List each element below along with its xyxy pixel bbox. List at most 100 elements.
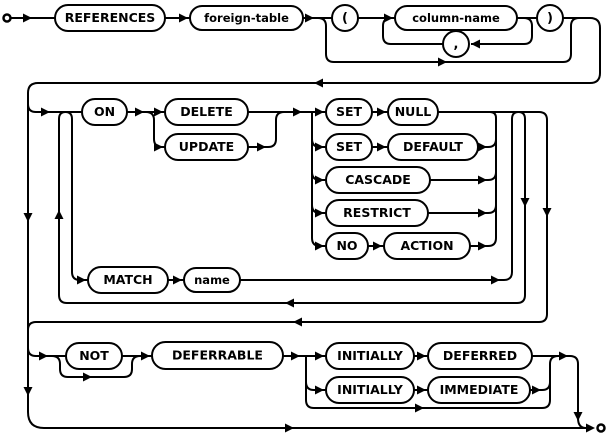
keyword-set-1: SET [325, 98, 373, 126]
node-shape [387, 98, 439, 126]
keyword-update: UPDATE [164, 133, 249, 161]
node-label: ) [547, 11, 553, 26]
punctuation-open-paren: ( [331, 4, 359, 32]
node-shape [325, 232, 369, 260]
arrowhead-icon [285, 423, 294, 433]
track-line [470, 237, 497, 247]
track-line [305, 356, 551, 409]
node-shape [331, 4, 359, 32]
node-label: , [454, 37, 459, 52]
node-shape [325, 199, 429, 227]
keyword-initially-1: INITIALLY [325, 342, 415, 370]
keyword-deferrable: DEFERRABLE [151, 341, 284, 370]
keyword-no: NO [325, 232, 369, 260]
track-line [430, 171, 497, 181]
arrowhead-icon [39, 351, 48, 361]
arrowhead-icon [377, 142, 386, 152]
keyword-immediate: IMMEDIATE [427, 376, 531, 404]
node-label: ( [342, 11, 348, 26]
arrowhead-icon [438, 57, 447, 67]
arrowhead-icon [41, 107, 50, 117]
node-label: ON [94, 104, 115, 119]
arrowhead-icon [471, 39, 480, 49]
node-label: CASCADE [345, 172, 411, 187]
node-label: DEFERRED [443, 348, 517, 363]
arrowhead-icon [141, 351, 150, 361]
arrowhead-icon [83, 372, 92, 382]
arrowhead-icon [573, 412, 583, 421]
node-shape [383, 232, 471, 260]
arrowhead-icon [315, 175, 324, 185]
keyword-references: REFERENCES [54, 4, 166, 32]
track-line [27, 347, 66, 357]
node-label: SET [336, 139, 363, 154]
arrowhead-icon [478, 241, 487, 251]
node-label: column-name [412, 11, 500, 25]
node-label: DELETE [180, 104, 232, 119]
track-line [471, 17, 533, 45]
keyword-deferred: DEFERRED [427, 342, 533, 370]
node-label: name [194, 273, 230, 287]
node-shape [81, 98, 128, 126]
node-shape [387, 133, 479, 161]
track-line [27, 111, 548, 331]
node-label: DEFERRABLE [172, 348, 263, 363]
arrowhead-icon [415, 403, 424, 413]
node-label: IMMEDIATE [440, 382, 519, 397]
node-shape [325, 98, 373, 126]
arrowhead-icon [384, 13, 393, 23]
arrowhead-icon [154, 107, 163, 117]
arrowhead-icon [491, 275, 500, 285]
track-line [145, 111, 165, 148]
keyword-cascade: CASCADE [325, 166, 431, 194]
arrowhead-icon [77, 275, 86, 285]
arrowhead-icon [315, 107, 324, 117]
node-shape [442, 30, 470, 58]
keyword-initially-2: INITIALLY [325, 376, 415, 404]
keyword-on: ON [81, 98, 128, 126]
keyword-match: MATCH [87, 266, 169, 294]
keyword-null: NULL [387, 98, 439, 126]
keyword-action: ACTION [383, 232, 471, 260]
node-shape [54, 4, 166, 32]
node-shape [325, 342, 415, 370]
node-label: DEFAULT [403, 139, 463, 154]
node-label: SET [336, 104, 363, 119]
node-label: INITIALLY [337, 348, 404, 363]
arrowhead-icon [154, 142, 163, 152]
arrowhead-icon [520, 198, 530, 207]
track-line [549, 355, 562, 400]
arrowhead-icon [293, 107, 302, 117]
punctuation-comma: , [442, 30, 470, 58]
keyword-delete: DELETE [164, 98, 249, 126]
arrowhead-icon [315, 351, 324, 361]
track-line [248, 111, 285, 148]
arrowhead-icon [417, 351, 426, 361]
node-label: foreign-table [204, 11, 289, 25]
arrowhead-icon [315, 241, 324, 251]
track-line [428, 204, 497, 214]
track-line [317, 17, 580, 63]
keyword-default: DEFAULT [387, 133, 479, 161]
arrowhead-icon [23, 213, 33, 222]
arrowhead-icon [54, 210, 64, 219]
arrowhead-icon [179, 13, 188, 23]
track-line [305, 381, 326, 391]
nonterminal-name: name [183, 267, 241, 293]
arrowhead-icon [257, 142, 266, 152]
arrowhead-icon [315, 142, 324, 152]
track-line [489, 111, 497, 238]
node-shape [164, 98, 249, 126]
node-label: ACTION [400, 238, 453, 253]
arrowhead-icon [315, 208, 324, 218]
node-label: NULL [395, 104, 432, 119]
end-terminal-icon [596, 423, 606, 433]
arrowhead-icon [291, 351, 300, 361]
node-shape [325, 376, 415, 404]
node-label: INITIALLY [337, 382, 404, 397]
punctuation-close-paren: ) [536, 4, 564, 32]
node-label: REFERENCES [65, 10, 156, 25]
arrowhead-icon [417, 385, 426, 395]
arrowhead-icon [377, 107, 386, 117]
